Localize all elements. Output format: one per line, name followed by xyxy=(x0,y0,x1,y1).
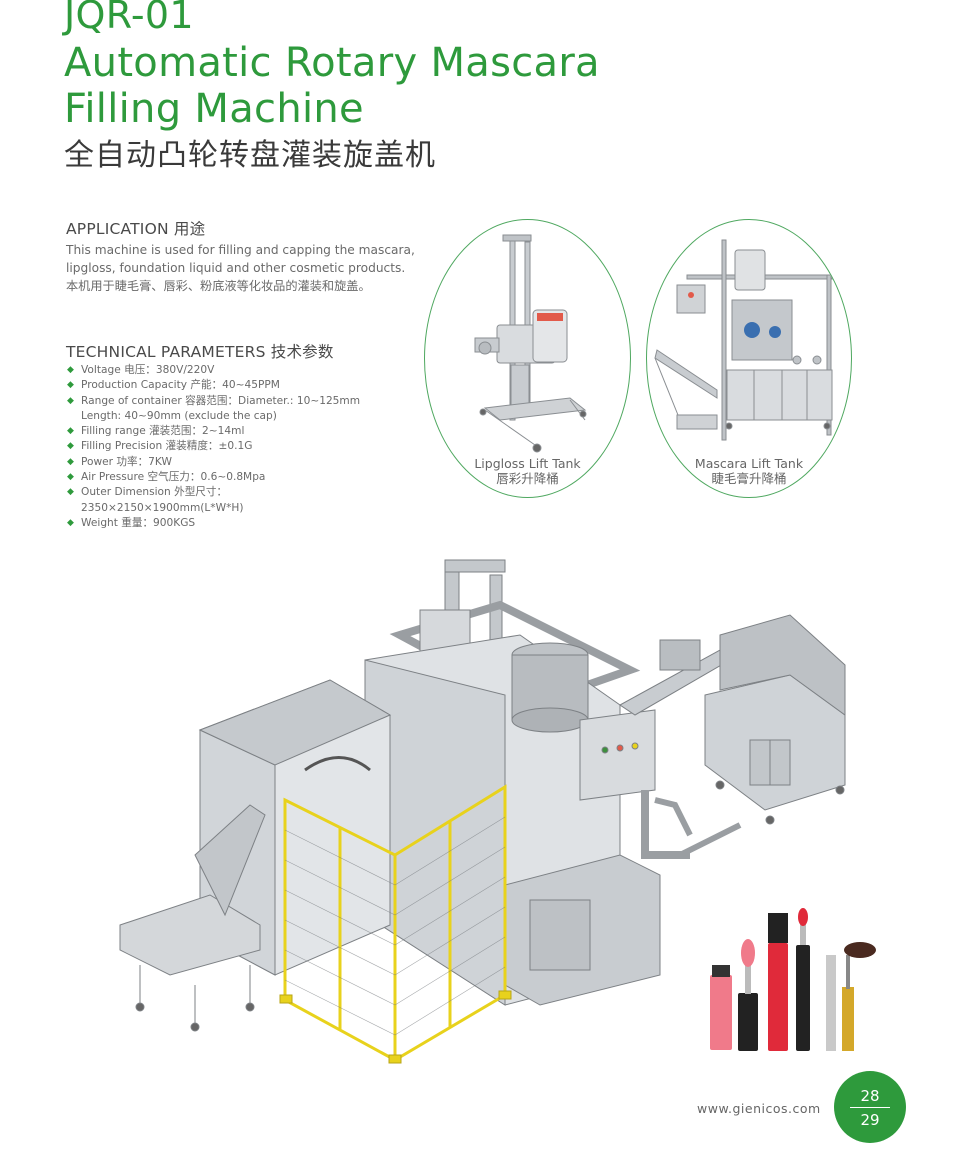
mascara-lift-tank-illustration xyxy=(654,239,833,441)
cosmetic-products-illustration xyxy=(700,905,885,1057)
lipgloss-lift-tank-panel: Lipgloss Lift Tank 唇彩升降桶 xyxy=(424,219,631,498)
title-chinese: 全自动凸轮转盘灌装旋盖机 xyxy=(64,138,436,173)
diamond-bullet-icon: ◆ xyxy=(67,456,74,467)
title-block: JQR-01 Automatic Rotary Mascara Filling … xyxy=(64,0,600,176)
diamond-bullet-icon: ◆ xyxy=(67,487,74,498)
diamond-bullet-icon: ◆ xyxy=(67,395,74,406)
mascara-lift-tank-panel: Mascara Lift Tank 睫毛膏升降桶 xyxy=(646,219,852,498)
param-capacity: ◆Production Capacity 产能：40~45PPM xyxy=(67,378,360,393)
technical-parameters-heading: TECHNICAL PARAMETERS 技术参数 xyxy=(66,343,334,361)
diamond-bullet-icon: ◆ xyxy=(67,380,74,391)
lipgloss-lift-tank-illustration xyxy=(474,234,587,453)
param-filling-range: ◆Filling range 灌装范围：2~14ml xyxy=(67,424,360,439)
title-line-1: Automatic Rotary Mascara xyxy=(64,40,600,86)
application-line-2: lipgloss, foundation liquid and other co… xyxy=(66,261,406,275)
page-number-badge: 28 29 xyxy=(834,1071,906,1143)
page-number-right: 29 xyxy=(860,1111,880,1129)
diamond-bullet-icon: ◆ xyxy=(67,365,74,375)
diamond-bullet-icon: ◆ xyxy=(67,517,74,528)
application-line-1: This machine is used for filling and cap… xyxy=(66,243,415,257)
param-filling-precision: ◆Filling Precision 灌装精度：±0.1G xyxy=(67,439,360,454)
application-heading: APPLICATION 用途 xyxy=(66,220,206,238)
param-weight: ◆Weight 重量：900KGS xyxy=(67,516,360,531)
title-line-2: Filling Machine xyxy=(64,86,364,132)
param-power: ◆Power 功率：7KW xyxy=(67,455,360,470)
param-container-range: ◆Range of container 容器范围：Diameter.: 10~1… xyxy=(67,394,361,422)
parameter-list: ◆Voltage 电压：380V/220V ◆Production Capaci… xyxy=(67,363,360,531)
mascara-lift-tank-caption: Mascara Lift Tank 睫毛膏升降桶 xyxy=(694,456,804,486)
diamond-bullet-icon: ◆ xyxy=(67,472,74,483)
page-number-left: 28 xyxy=(860,1087,880,1105)
filling-machine-illustration xyxy=(100,555,870,1080)
application-text: This machine is used for filling and cap… xyxy=(66,241,426,295)
param-outer-dimension: ◆Outer Dimension 外型尺寸：2350×2150×1900mm(L… xyxy=(67,486,244,514)
lipgloss-lift-tank-caption: Lipgloss Lift Tank 唇彩升降桶 xyxy=(474,456,581,486)
page-number-divider xyxy=(850,1107,890,1108)
website-url[interactable]: www.gienicos.com xyxy=(697,1101,821,1116)
param-air-pressure: ◆Air Pressure 空气压力：0.6~0.8Mpa xyxy=(67,470,360,485)
param-voltage: ◆Voltage 电压：380V/220V xyxy=(67,363,360,378)
application-cn: 本机用于睫毛膏、唇彩、粉底液等化妆品的灌装和旋盖。 xyxy=(66,279,371,293)
diamond-bullet-icon: ◆ xyxy=(67,441,74,452)
model-number: JQR-01 xyxy=(64,0,194,37)
diamond-bullet-icon: ◆ xyxy=(67,426,74,437)
